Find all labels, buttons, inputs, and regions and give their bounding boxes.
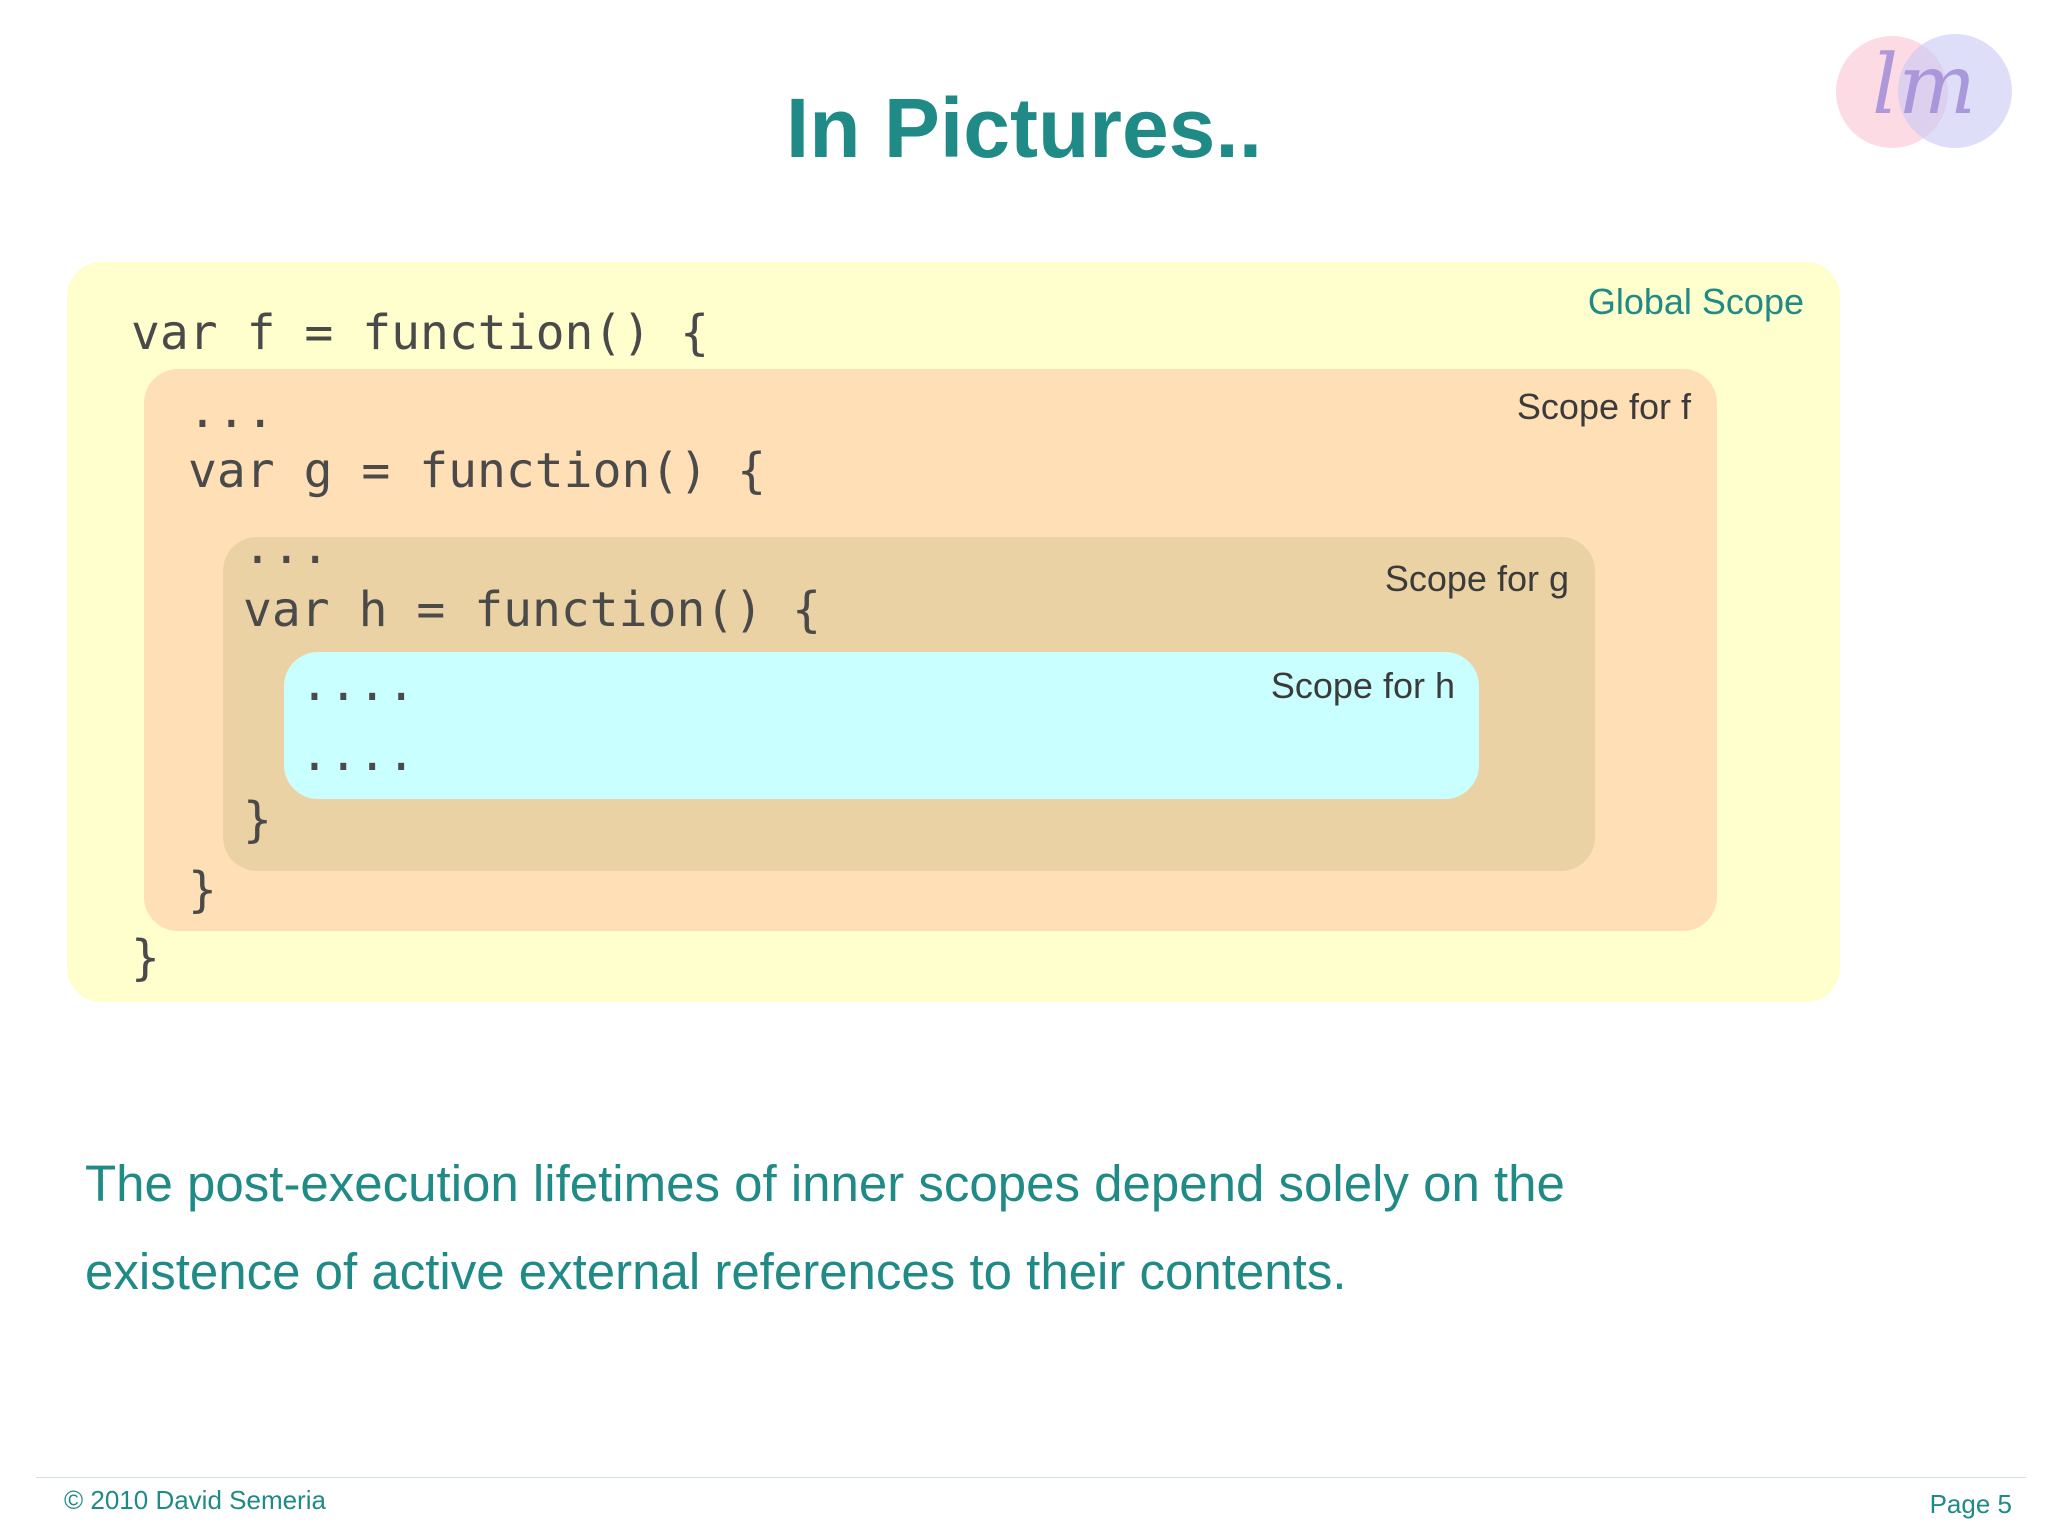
global-scope-label: Global Scope: [1587, 281, 1804, 322]
scope-h-label: Scope for h: [1270, 665, 1455, 706]
code-g-close: }: [188, 862, 217, 918]
logo-text: lm: [1872, 38, 1976, 133]
code-g-open: var g = function() {: [188, 443, 766, 499]
code-g-dots: ...: [243, 519, 330, 575]
scope-f-label: Scope for f: [1516, 386, 1691, 427]
logo-lavender-circle: [1898, 34, 2012, 148]
caption-text: The post-execution lifetimes of inner sc…: [85, 1155, 1565, 1300]
code-h-dots-1: ....: [300, 656, 416, 712]
code-f-open: var f = function() {: [131, 305, 709, 361]
code-h-open: var h = function() {: [243, 582, 821, 638]
copyright-text: © 2010 David Semeria: [64, 1485, 326, 1515]
footer-divider: [36, 1477, 2026, 1478]
scope-g-label: Scope for g: [1384, 558, 1569, 599]
code-h-close: }: [243, 792, 272, 848]
lm-logo: lm: [1832, 32, 2022, 152]
page-number: Page 5: [1929, 1489, 2012, 1519]
slide-title: In Pictures..: [785, 81, 1263, 175]
code-f-dots: ...: [188, 383, 275, 439]
code-h-dots-2: ....: [300, 726, 416, 782]
scope-h-box: Scope for h: [284, 652, 1479, 799]
code-f-close: }: [131, 930, 160, 986]
